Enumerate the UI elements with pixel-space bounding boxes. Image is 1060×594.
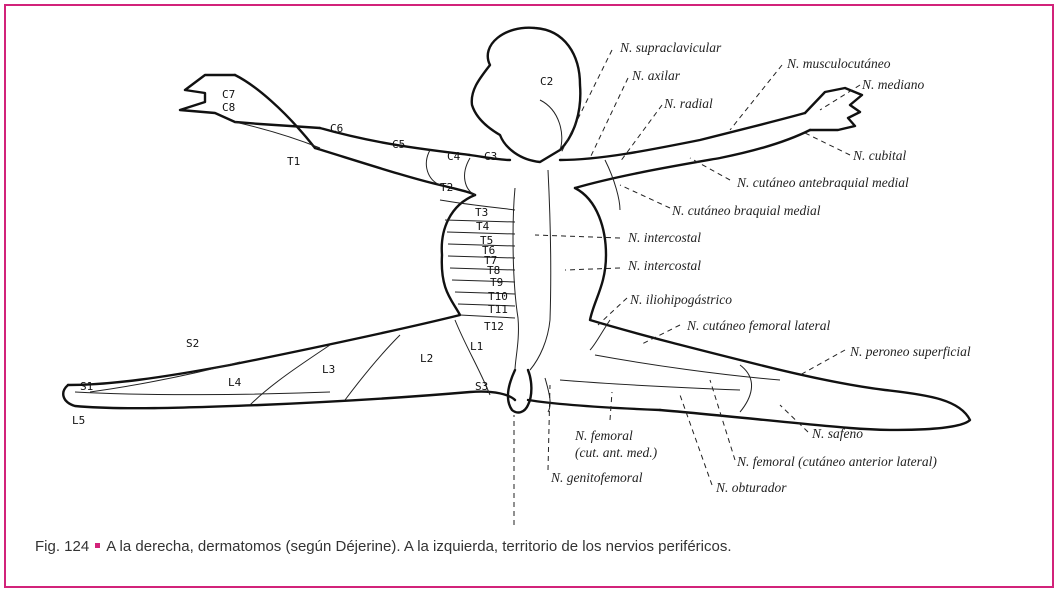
dermatome-label-s1: S1 xyxy=(80,380,93,393)
dermatome-boundaries xyxy=(75,100,780,412)
figure-caption: Fig. 124 A la derecha, dermatomos (según … xyxy=(35,538,1025,555)
dermatome-label-c7: C7 xyxy=(222,88,235,101)
nerve-label-axilar: N. axilar xyxy=(631,68,681,83)
nerve-label-femoral-sub: (cut. ant. med.) xyxy=(575,445,658,460)
dermatome-label-c3: C3 xyxy=(484,150,497,163)
nerve-label-intercostal-upper: N. intercostal xyxy=(627,230,701,245)
dermatome-label-t9: T9 xyxy=(490,276,503,289)
nerve-label-mediano: N. mediano xyxy=(861,77,924,92)
dermatome-label-c6: C6 xyxy=(330,122,343,135)
dermatome-label-l1: L1 xyxy=(470,340,483,353)
dermatome-label-t12: T12 xyxy=(484,320,504,333)
nerve-label-safeno: N. safeno xyxy=(811,426,863,441)
dermatome-label-t1: T1 xyxy=(287,155,300,168)
dermatome-label-c2: C2 xyxy=(540,75,553,88)
dermatome-label-t11: T11 xyxy=(488,303,508,316)
dermatome-label-c4: C4 xyxy=(447,150,461,163)
dermatome-label-t2: T2 xyxy=(440,181,453,194)
body-outline xyxy=(63,28,970,430)
dermatome-label-l2: L2 xyxy=(420,352,433,365)
nerve-label-radial: N. radial xyxy=(663,96,713,111)
caption-text: A la derecha, dermatomos (según Déjerine… xyxy=(106,538,731,555)
nerve-label-group: N. supraclavicular N. axilar N. musculoc… xyxy=(550,40,971,495)
nerve-label-femoral: N. femoral xyxy=(574,428,633,443)
nerve-label-musculocutaneo: N. musculocutáneo xyxy=(786,56,891,71)
caption-prefix: Fig. 124 xyxy=(35,538,89,555)
dermatome-label-t10: T10 xyxy=(488,290,508,303)
dermatome-label-c5: C5 xyxy=(392,138,405,151)
dermatome-label-l5: L5 xyxy=(72,414,85,427)
nerve-label-cutaneo-femoral-lateral: N. cutáneo femoral lateral xyxy=(686,318,830,333)
nerve-label-obturador: N. obturador xyxy=(715,480,787,495)
caption-bullet xyxy=(95,543,100,548)
dermatome-label-l3: L3 xyxy=(322,363,335,376)
dermatome-label-s3: S3 xyxy=(475,380,488,393)
dermatome-label-l4: L4 xyxy=(228,376,242,389)
nerve-label-cutaneo-braquial-medial: N. cutáneo braquial medial xyxy=(671,203,821,218)
dermatome-label-t3: T3 xyxy=(475,206,488,219)
dermatome-label-c8: C8 xyxy=(222,101,235,114)
nerve-label-iliohipogastrico: N. iliohipogástrico xyxy=(629,292,732,307)
nerve-label-peroneo-superficial: N. peroneo superficial xyxy=(849,344,971,359)
nerve-label-femoral-cutaneo-anterior-lateral: N. femoral (cutáneo anterior lateral) xyxy=(736,454,937,469)
nerve-label-intercostal-lower: N. intercostal xyxy=(627,258,701,273)
nerve-label-cubital: N. cubital xyxy=(852,148,906,163)
nerve-label-genitofemoral: N. genitofemoral xyxy=(550,470,643,485)
dermatome-label-s2: S2 xyxy=(186,337,199,350)
nerve-label-supraclavicular: N. supraclavicular xyxy=(619,40,722,55)
nerve-label-cutaneo-antebraquial-medial: N. cutáneo antebraquial medial xyxy=(736,175,909,190)
dermatome-label-t4: T4 xyxy=(476,220,490,233)
